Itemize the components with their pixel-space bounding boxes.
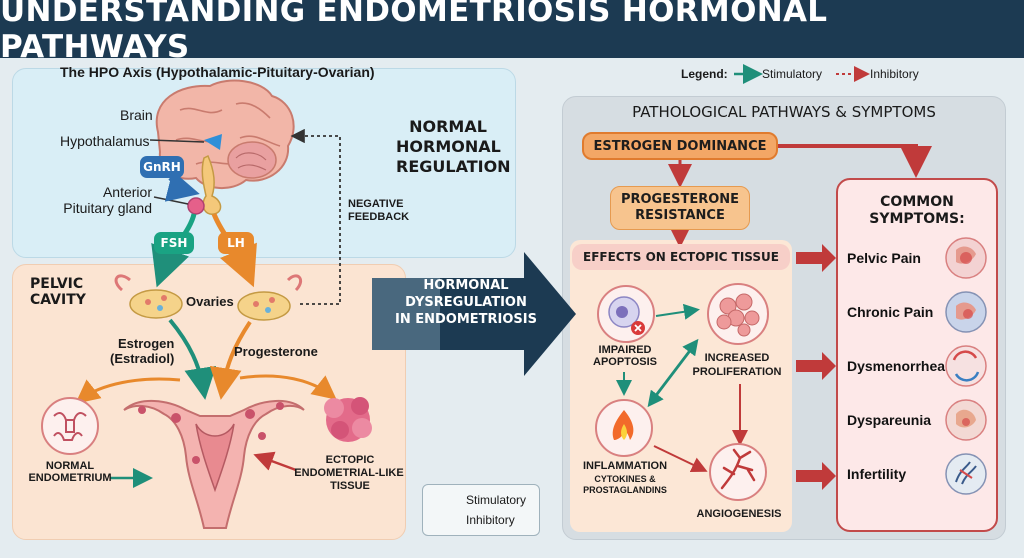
increased-2: PROLIFERATION <box>692 366 782 378</box>
brain-label: Brain <box>120 107 153 123</box>
pituitary-pointer <box>153 196 189 205</box>
ectopic-2: ENDOMETRIAL-LIKE <box>294 467 404 479</box>
symptom-chronic-pain: Chronic Pain <box>847 304 934 320</box>
legend-bottom-inhibitory: Inhibitory <box>466 513 515 527</box>
proliferation-icon <box>707 283 769 345</box>
ovaries-label: Ovaries <box>186 294 234 309</box>
angiogenesis-icon <box>709 443 767 501</box>
symptom-dyspareunia: Dyspareunia <box>847 412 932 428</box>
prolif-inflam-arrow-b <box>651 338 699 401</box>
dysmenorrhea-icon <box>945 345 987 387</box>
negative-feedback-arrow <box>290 128 341 305</box>
dysregulation-label-3: IN ENDOMETRIOSIS <box>395 312 537 327</box>
dysregulation-label-1: HORMONAL <box>423 278 509 293</box>
normal-reg-3: REGULATION <box>396 157 511 176</box>
prog-resist-2: RESISTANCE <box>635 208 725 223</box>
hpo-heading: The HPO Axis (Hypothalamic-Pituitary-Ova… <box>60 64 375 80</box>
cytokines-2: PROSTAGLANDINS <box>583 485 667 495</box>
pelvic-heading-2: CAVITY <box>30 292 86 308</box>
impaired-2: APOPTOSIS <box>593 356 657 368</box>
symptoms-heading-2: SYMPTOMS: <box>869 211 965 227</box>
symptoms-heading-1: COMMON <box>880 194 954 210</box>
normal-reg-1: NORMAL <box>409 117 487 136</box>
to-pelvic-pain-arrow <box>796 244 836 272</box>
patho-heading: PATHOLOGICAL PATHWAYS & SYMPTOMS <box>632 103 936 121</box>
uterus-icon <box>123 399 305 529</box>
to-ectopic-arrow <box>239 374 337 400</box>
hypothalamus-label: Hypothalamus <box>60 133 150 149</box>
dysregulation-label-2: DYSREGULATION <box>405 295 527 310</box>
cytokines-1: CYTOKINES & <box>594 474 656 484</box>
ectopic-3: TISSUE <box>330 480 370 492</box>
dyspareunia-icon <box>945 399 987 441</box>
inflammation-icon <box>595 399 653 457</box>
symptom-infertility: Infertility <box>847 466 907 482</box>
to-infertility-arrow <box>796 462 836 490</box>
inflammation-label: INFLAMMATION <box>582 460 668 472</box>
anterior-pituitary-dot <box>187 197 205 215</box>
left-ovary-icon <box>114 274 183 319</box>
estrogen-dominance-box: ESTROGEN DOMINANCE <box>582 132 778 160</box>
increased-1: INCREASED <box>704 352 770 364</box>
legend-box <box>422 484 540 536</box>
normal-reg-2: HORMONAL <box>396 137 501 156</box>
estrogen-label-2: (Estradiol) <box>110 351 175 366</box>
to-normal-endometrium-arrow <box>75 377 181 404</box>
to-dysmenorrhea-arrow <box>796 352 836 380</box>
progesterone-resistance-box: PROGESTERONE RESISTANCE <box>610 186 750 230</box>
chronic-pain-icon <box>945 291 987 333</box>
estrogen-arrow <box>168 318 217 400</box>
legend-top-label: Legend: <box>681 67 728 81</box>
effects-box: EFFECTS ON ECTOPIC TISSUE <box>572 244 790 270</box>
brain-icon <box>155 79 295 189</box>
symptom-dysmenorrhea: Dysmenorrhea <box>847 358 946 374</box>
negative-feedback-2: FEEDBACK <box>348 211 410 223</box>
gnrh-arrow <box>164 170 200 202</box>
pelvic-pain-icon <box>945 237 987 279</box>
normal-endo-1: NORMAL <box>45 460 95 472</box>
progesterone-label: Progesterone <box>234 344 318 359</box>
symptom-pelvic-pain: Pelvic Pain <box>847 250 921 266</box>
hypothalamus-pointer <box>149 139 205 143</box>
legend-top-inhibitory: Inhibitory <box>870 67 919 81</box>
gnrh-tag: GnRH <box>140 156 184 178</box>
pituitary-label-1: Anterior <box>102 184 152 200</box>
progesterone-arrow <box>209 320 252 400</box>
normal-endometrium-icon <box>41 397 99 455</box>
prog-resist-1: PROGESTERONE <box>620 192 740 207</box>
right-ovary-icon <box>237 274 302 321</box>
legend-top-stimulatory: Stimulatory <box>762 67 823 81</box>
ed-to-symptoms-arrow <box>778 144 932 178</box>
pituitary-label-2: Pituitary gland <box>63 200 152 216</box>
impaired-1: IMPAIRED <box>598 344 652 356</box>
fsh-tag: FSH <box>154 232 194 254</box>
pituitary-icon <box>201 154 222 215</box>
lh-tag: LH <box>218 232 254 254</box>
apoptosis-to-prolif-arrow <box>655 303 700 320</box>
inflam-to-angio-arrow <box>653 445 708 473</box>
negative-feedback-1: NEGATIVE <box>348 198 404 210</box>
ectopic-tissue-icon <box>324 397 372 442</box>
page-title: UNDERSTANDING ENDOMETRIOSIS HORMONAL PAT… <box>0 0 1024 65</box>
apoptosis-icon <box>597 285 655 343</box>
ectopic-1: ECTOPIC <box>325 454 375 466</box>
ectopic-pointer <box>253 451 297 472</box>
legend-bottom-stimulatory: Stimulatory <box>466 493 527 507</box>
normal-endo-2: ENDOMETRIUM <box>28 472 112 484</box>
pelvic-heading-1: PELVIC <box>30 276 84 292</box>
estrogen-label-1: Estrogen <box>118 336 175 351</box>
infertility-icon <box>945 453 987 495</box>
angiogenesis-label: ANGIOGENESIS <box>696 508 782 520</box>
